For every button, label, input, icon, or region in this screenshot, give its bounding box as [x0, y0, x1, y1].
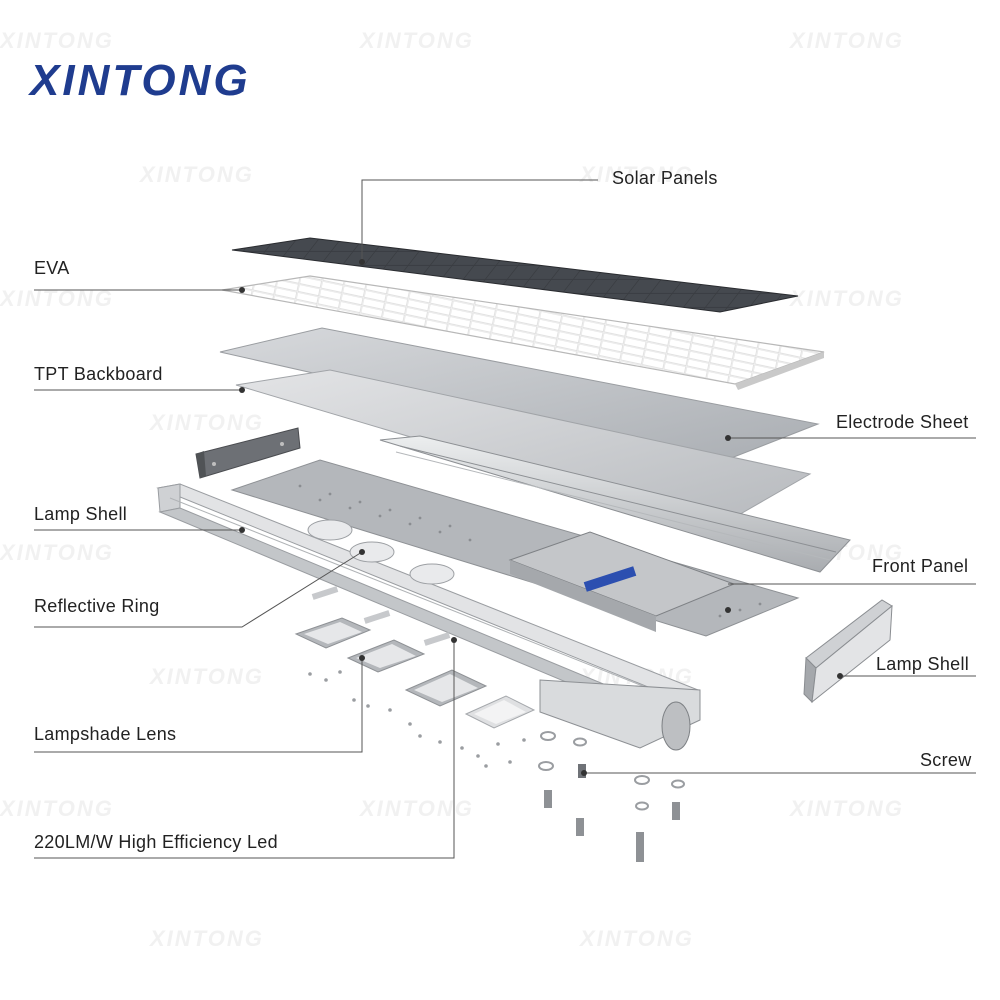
- watermark: XINTONG: [790, 28, 904, 53]
- solar-panel: [231, 237, 799, 313]
- led-cup: [349, 541, 395, 563]
- label-eva: EVA: [34, 258, 70, 278]
- watermark: XINTONG: [150, 410, 264, 435]
- label-lamp-shell-left: Lamp Shell: [34, 504, 128, 524]
- watermark: XINTONG: [360, 28, 474, 53]
- watermark: XINTONG: [140, 162, 254, 187]
- watermark: XINTONG: [0, 796, 114, 821]
- label-screw: Screw: [920, 750, 972, 770]
- watermark: XINTONG: [150, 926, 264, 951]
- watermark: XINTONG: [150, 664, 264, 689]
- watermark: XINTONG: [0, 540, 114, 565]
- lampshade-lens: [294, 617, 536, 729]
- lamp-shell-end-left: [195, 427, 301, 479]
- watermark: XINTONG: [580, 162, 694, 187]
- led-cup: [307, 519, 353, 541]
- watermark: XINTONG: [360, 796, 474, 821]
- watermark: XINTONG: [0, 28, 114, 53]
- brand-logo: XINTONG: [30, 56, 251, 105]
- label-electrode-sheet: Electrode Sheet: [836, 412, 969, 432]
- label-led: 220LM/W High Efficiency Led: [34, 832, 278, 852]
- label-lamp-shell-right: Lamp Shell: [876, 654, 970, 674]
- screw-set: [538, 731, 685, 862]
- label-solar-panels: Solar Panels: [612, 168, 718, 188]
- label-lampshade-lens: Lampshade Lens: [34, 724, 177, 744]
- led-cup: [409, 563, 455, 585]
- watermark: XINTONG: [790, 796, 904, 821]
- label-front-panel: Front Panel: [872, 556, 969, 576]
- label-tpt-backboard: TPT Backboard: [34, 364, 163, 384]
- watermark: XINTONG: [790, 286, 904, 311]
- watermark: XINTONG: [580, 926, 694, 951]
- label-reflective-ring: Reflective Ring: [34, 596, 160, 616]
